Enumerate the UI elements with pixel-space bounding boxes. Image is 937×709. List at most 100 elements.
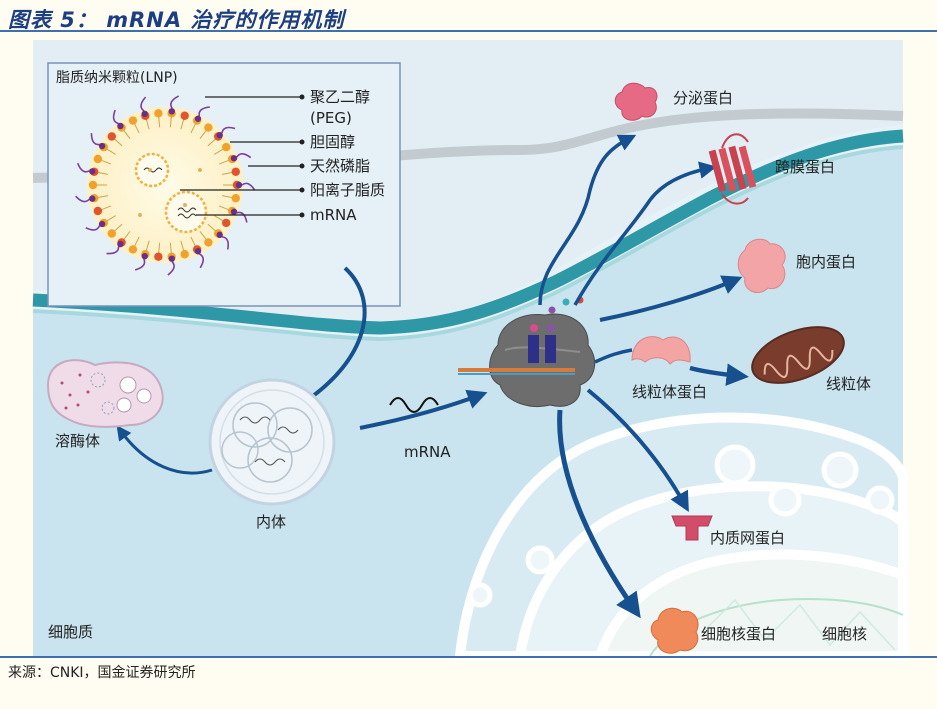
lipid-head bbox=[231, 167, 240, 176]
lipid-head bbox=[154, 109, 163, 118]
lipid-head bbox=[93, 154, 103, 164]
er-vesicle bbox=[467, 582, 493, 608]
lipid-head bbox=[128, 116, 138, 125]
endosome bbox=[208, 378, 336, 506]
peg-chain bbox=[167, 261, 175, 276]
nucleus-er bbox=[454, 412, 908, 661]
label-nuclear-protein: 细胞核蛋白 bbox=[701, 625, 776, 643]
lnp-box-title: 脂质纳米颗粒(LNP) bbox=[56, 70, 178, 86]
peg-anchor bbox=[230, 155, 238, 162]
transmembrane-protein-shape bbox=[708, 133, 757, 205]
label-lysosome: 溶酶体 bbox=[55, 432, 100, 450]
er-vesicle bbox=[714, 444, 756, 486]
label-endosome: 内体 bbox=[256, 513, 286, 531]
lysosome bbox=[46, 359, 164, 428]
arrow-to-mitochondria bbox=[689, 363, 749, 386]
mrna-squiggle bbox=[143, 167, 163, 173]
label-cationic-lipid: 阳离子脂质 bbox=[310, 181, 385, 199]
label-peg: 聚乙二醇 bbox=[310, 88, 370, 106]
peg-anchor bbox=[141, 110, 148, 118]
label-mitochondria: 线粒体 bbox=[826, 375, 871, 393]
ribosome bbox=[458, 296, 596, 407]
peg-chain bbox=[198, 106, 210, 117]
peg-chain bbox=[140, 96, 147, 112]
er-protein-shape bbox=[671, 515, 713, 541]
peg-anchor bbox=[117, 240, 124, 248]
peg-anchor bbox=[89, 195, 96, 202]
arrow-to-mito-protein bbox=[594, 348, 633, 364]
peg-anchor bbox=[230, 208, 238, 215]
peg-anchor bbox=[194, 248, 202, 255]
arrow-to-transmembrane-protein bbox=[573, 161, 717, 306]
mitochondria-shape bbox=[751, 326, 845, 384]
peg-chain bbox=[112, 109, 119, 125]
lnp-particle bbox=[75, 95, 256, 276]
peg-anchor bbox=[98, 220, 106, 228]
mrna-squiggle bbox=[177, 213, 197, 219]
label-intracellular-protein: 胞内蛋白 bbox=[796, 253, 856, 271]
label-er-protein: 内质网蛋白 bbox=[710, 529, 785, 547]
peg-chain bbox=[85, 225, 101, 231]
peg-chain bbox=[134, 258, 146, 271]
label-secreted-protein: 分泌蛋白 bbox=[673, 89, 733, 107]
mrna-strand bbox=[389, 397, 439, 413]
arrow-to-intracellular-protein bbox=[599, 275, 743, 322]
peg-chain bbox=[170, 95, 180, 109]
figure-title: 图表 5： mRNA 治疗的作用机制 bbox=[8, 8, 345, 32]
label-phospholipid: 天然磷脂 bbox=[310, 157, 370, 175]
peg-anchor bbox=[117, 122, 124, 130]
peg-chain bbox=[236, 211, 248, 223]
arrow-lnp-to-endosome bbox=[293, 266, 367, 410]
label-mito-protein: 线粒体蛋白 bbox=[632, 383, 707, 401]
lipid-head bbox=[180, 111, 189, 120]
mrna-squiggle bbox=[177, 207, 197, 213]
lipid-head bbox=[107, 229, 116, 238]
peg-chain bbox=[236, 153, 252, 159]
label-transmembrane-protein: 跨膜蛋白 bbox=[775, 158, 835, 176]
peg-chain bbox=[221, 126, 236, 134]
peg-chain bbox=[221, 236, 230, 250]
footer-rule bbox=[0, 656, 937, 658]
arrow-mrna-to-ribosome bbox=[359, 389, 488, 430]
lipid-head bbox=[107, 132, 116, 141]
source-note: 来源：CNKI，国金证券研究所 bbox=[8, 665, 196, 681]
label-nucleus: 细胞核 bbox=[822, 625, 867, 643]
peg-anchor bbox=[89, 168, 96, 175]
peg-chain bbox=[76, 162, 90, 173]
title-rule bbox=[0, 30, 937, 32]
peg-chain bbox=[90, 133, 100, 146]
peg-anchor bbox=[216, 131, 223, 139]
er-vesicle bbox=[865, 485, 895, 515]
intracellular-protein-shape bbox=[737, 238, 786, 293]
label-peg-abbr: (PEG) bbox=[310, 109, 352, 127]
peg-chain bbox=[241, 182, 256, 191]
lipid-head bbox=[222, 142, 231, 152]
lipid-head bbox=[222, 218, 231, 228]
peg-anchor bbox=[98, 142, 106, 150]
peg-chain bbox=[198, 253, 204, 269]
lipid-head bbox=[180, 250, 189, 259]
lipid-head bbox=[204, 123, 213, 132]
cationic-dot bbox=[198, 168, 202, 172]
secreted-protein-shape bbox=[614, 82, 658, 121]
peg-anchor bbox=[141, 252, 148, 260]
er-vesicle bbox=[525, 545, 555, 575]
nuclear-protein-shape bbox=[650, 607, 699, 654]
peg-anchor bbox=[168, 108, 176, 115]
label-mrna-free: mRNA bbox=[404, 443, 451, 461]
lipid-head bbox=[93, 206, 103, 216]
lipid-head bbox=[231, 194, 240, 203]
er-vesicle bbox=[768, 483, 802, 517]
cationic-dot bbox=[138, 213, 142, 217]
label-cholesterol: 胆固醇 bbox=[310, 133, 355, 151]
lipid-head bbox=[204, 238, 213, 247]
peg-chain bbox=[106, 246, 120, 255]
arrow-to-nuclear-protein bbox=[557, 409, 641, 619]
lipid-head bbox=[88, 180, 98, 190]
label-mrna-lnp: mRNA bbox=[310, 206, 357, 224]
cationic-dot bbox=[183, 203, 187, 207]
peg-anchor bbox=[194, 115, 202, 122]
lipid-head bbox=[128, 245, 138, 254]
peg-anchor bbox=[216, 231, 223, 239]
